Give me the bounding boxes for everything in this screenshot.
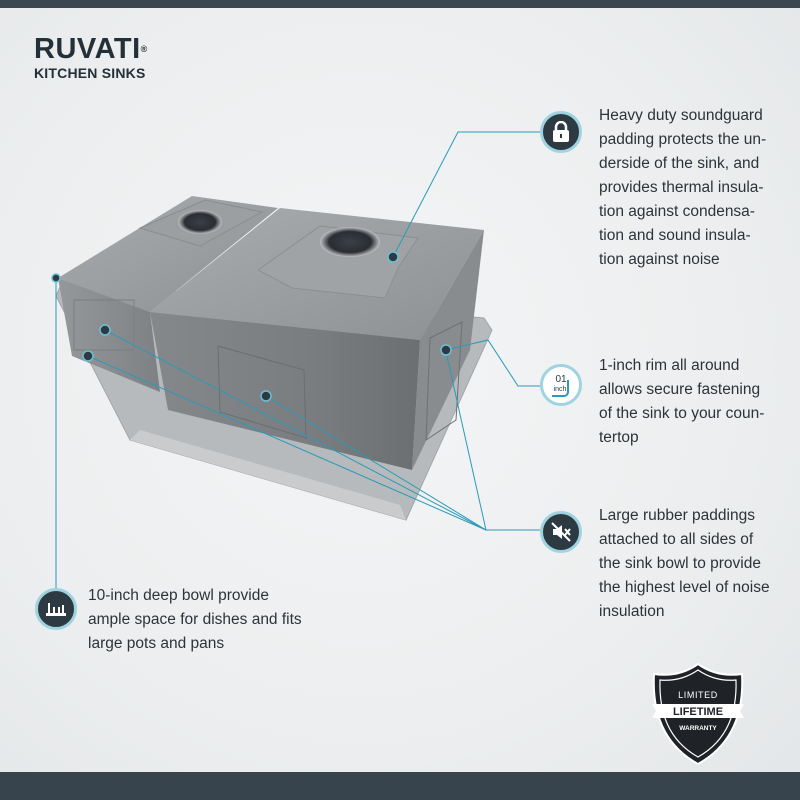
- callout-lines: [55, 131, 540, 610]
- feature-rubber-padding-text: Large rubber paddings attached to all si…: [599, 507, 770, 620]
- bottom-bar: [0, 772, 800, 800]
- warranty-badge: LIMITED LIFETIME WARRANTY: [652, 662, 744, 766]
- feature-soundguard-text: Heavy duty soundguard padding protects t…: [599, 107, 767, 268]
- large-bowl-drain: [320, 227, 380, 257]
- mute-icon: [540, 511, 582, 553]
- callout-dots: [51, 251, 452, 402]
- large-bowl-front: [150, 312, 420, 470]
- badge-middle-text: LIFETIME: [673, 706, 723, 718]
- top-bar: [0, 0, 800, 8]
- sink-rim-edge: [130, 430, 406, 520]
- badge-bottom-text: WARRANTY: [679, 725, 717, 732]
- feature-deep-bowl-text: 10-inch deep bowl provide ample space fo…: [88, 587, 302, 652]
- svg-text:inch: inch: [554, 386, 567, 393]
- badge-top-text: LIMITED: [678, 690, 718, 700]
- registered-mark: ®: [140, 44, 148, 54]
- brand-name: RUVATI: [34, 33, 141, 65]
- brand-subtitle: KITCHEN SINKS: [34, 65, 146, 81]
- svg-text:01: 01: [555, 374, 567, 385]
- lock-icon: [540, 111, 582, 153]
- small-bowl-drain: [178, 210, 222, 234]
- ruler-depth-icon: [35, 588, 77, 630]
- feature-rim-text: 1-inch rim all around allows secure fast…: [599, 357, 765, 446]
- rim-inch-icon: 01 inch: [540, 364, 582, 406]
- brand-logo: RUVATI® KITCHEN SINKS: [34, 34, 148, 81]
